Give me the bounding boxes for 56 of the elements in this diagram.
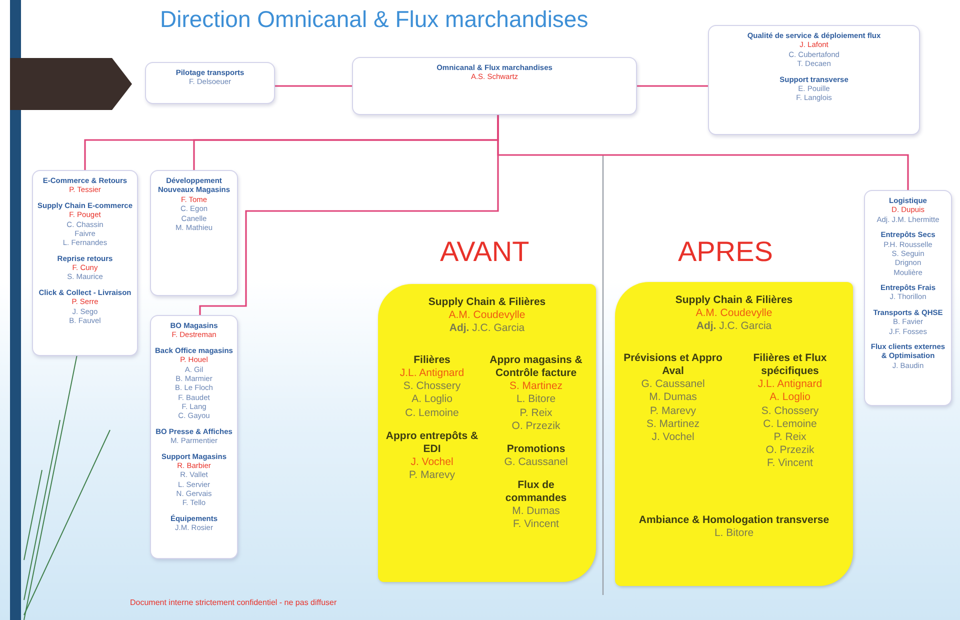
person-name: L. Bitore <box>713 527 755 540</box>
person-name: S. Martinez <box>645 418 701 431</box>
person-name: O. Przezik <box>764 444 816 457</box>
person-name: P. Reix <box>772 430 808 444</box>
person-name: S. Chossery <box>402 380 462 394</box>
section-heading: Filières et Flux spécifiques <box>752 352 828 378</box>
diagram-title: Direction Omnicanal & Flux marchandises <box>160 6 588 33</box>
section-heading: Flux de commandes <box>504 479 568 506</box>
org-box <box>150 315 238 559</box>
org-line <box>199 115 499 315</box>
person-name: A. Loglio <box>410 393 454 406</box>
person-name: P. Marevy <box>408 469 456 482</box>
person-name: Adj. J.C. Garcia <box>448 322 526 336</box>
person-name: C. Lemoine <box>404 406 460 420</box>
person-name: F. Vincent <box>512 518 560 532</box>
org-line <box>637 85 708 87</box>
section-heading: Promotions <box>506 442 566 456</box>
section-label: APRES <box>678 236 773 268</box>
person-name: O. Przezik <box>510 420 562 433</box>
org-box <box>32 170 138 356</box>
org-box <box>352 57 637 115</box>
person-name: Adj. J.C. Garcia <box>695 320 773 334</box>
org-box <box>864 190 952 406</box>
person-name: M. Dumas <box>648 391 698 404</box>
org-box <box>708 25 920 135</box>
person-name: P. Marevy <box>649 404 697 418</box>
section-heading: Ambiance & Homologation transverse <box>638 514 830 528</box>
section-heading: Appro entrepôts & EDI <box>384 430 480 456</box>
section-label: AVANT <box>440 236 530 268</box>
section-heading: Appro magasins & Contrôle facture <box>488 354 584 380</box>
section-heading: Supply Chain & Filières <box>427 296 547 310</box>
person-name: P. Reix <box>518 406 554 420</box>
person-name: A. Loglio <box>768 391 812 404</box>
org-line <box>275 85 352 87</box>
person-name: J.L. Antignard <box>398 367 466 380</box>
section-heading: Filières <box>412 354 452 368</box>
person-name: S. Chossery <box>760 404 820 418</box>
person-name: G. Caussanel <box>503 456 569 469</box>
person-name: F. Vincent <box>766 457 814 470</box>
section-heading: Supply Chain & Filières <box>674 294 794 308</box>
person-name: L. Bitore <box>515 393 557 406</box>
team-panel <box>378 284 596 582</box>
person-name: C. Lemoine <box>762 418 818 431</box>
footer-note: Document interne strictement confidentiel - ne pas diffuser <box>130 598 337 607</box>
person-name: J. Vochel <box>410 456 454 469</box>
person-name: G. Caussanel <box>640 378 706 392</box>
person-name: A.M. Coudevylle <box>448 309 526 322</box>
org-box <box>150 170 238 296</box>
team-panel <box>615 282 853 586</box>
person-name: A.M. Coudevylle <box>694 307 774 320</box>
org-box <box>145 62 275 104</box>
section-heading: Prévisions et Appro Aval <box>622 352 724 378</box>
person-name: J.L. Antignard <box>756 378 824 392</box>
person-name: M. Dumas <box>511 505 561 518</box>
person-name: S. Martinez <box>508 380 564 394</box>
person-name: J. Vochel <box>650 430 696 444</box>
